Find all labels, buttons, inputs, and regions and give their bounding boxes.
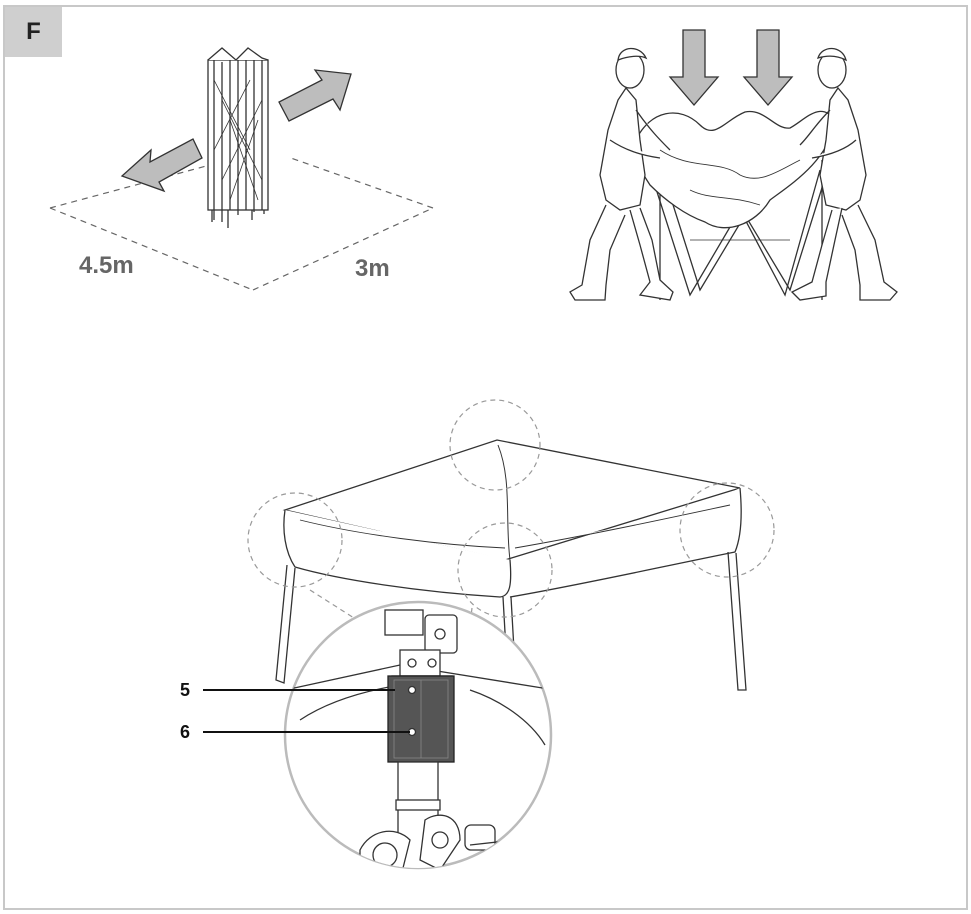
person-right (790, 47, 898, 301)
down-arrow-right (742, 29, 794, 106)
step-badge: F (5, 7, 62, 57)
folded-frame (207, 47, 269, 228)
canopy-fabric-bundle (634, 110, 836, 229)
magnified-detail (283, 600, 553, 870)
instruction-frame (3, 5, 968, 910)
floor-footprint (49, 156, 434, 291)
callout-6-label: 6 (180, 722, 191, 742)
detail-circles (247, 399, 775, 626)
person-left (569, 47, 674, 301)
canopy-roof (282, 439, 742, 598)
direction-arrow-right (278, 69, 352, 122)
direction-arrow-left (120, 138, 203, 193)
down-arrow-left (668, 29, 720, 106)
dimension-length-label: 4.5m (79, 252, 134, 279)
callout-5-label: 5 (180, 680, 191, 700)
dimension-width-label: 3m (355, 255, 390, 282)
